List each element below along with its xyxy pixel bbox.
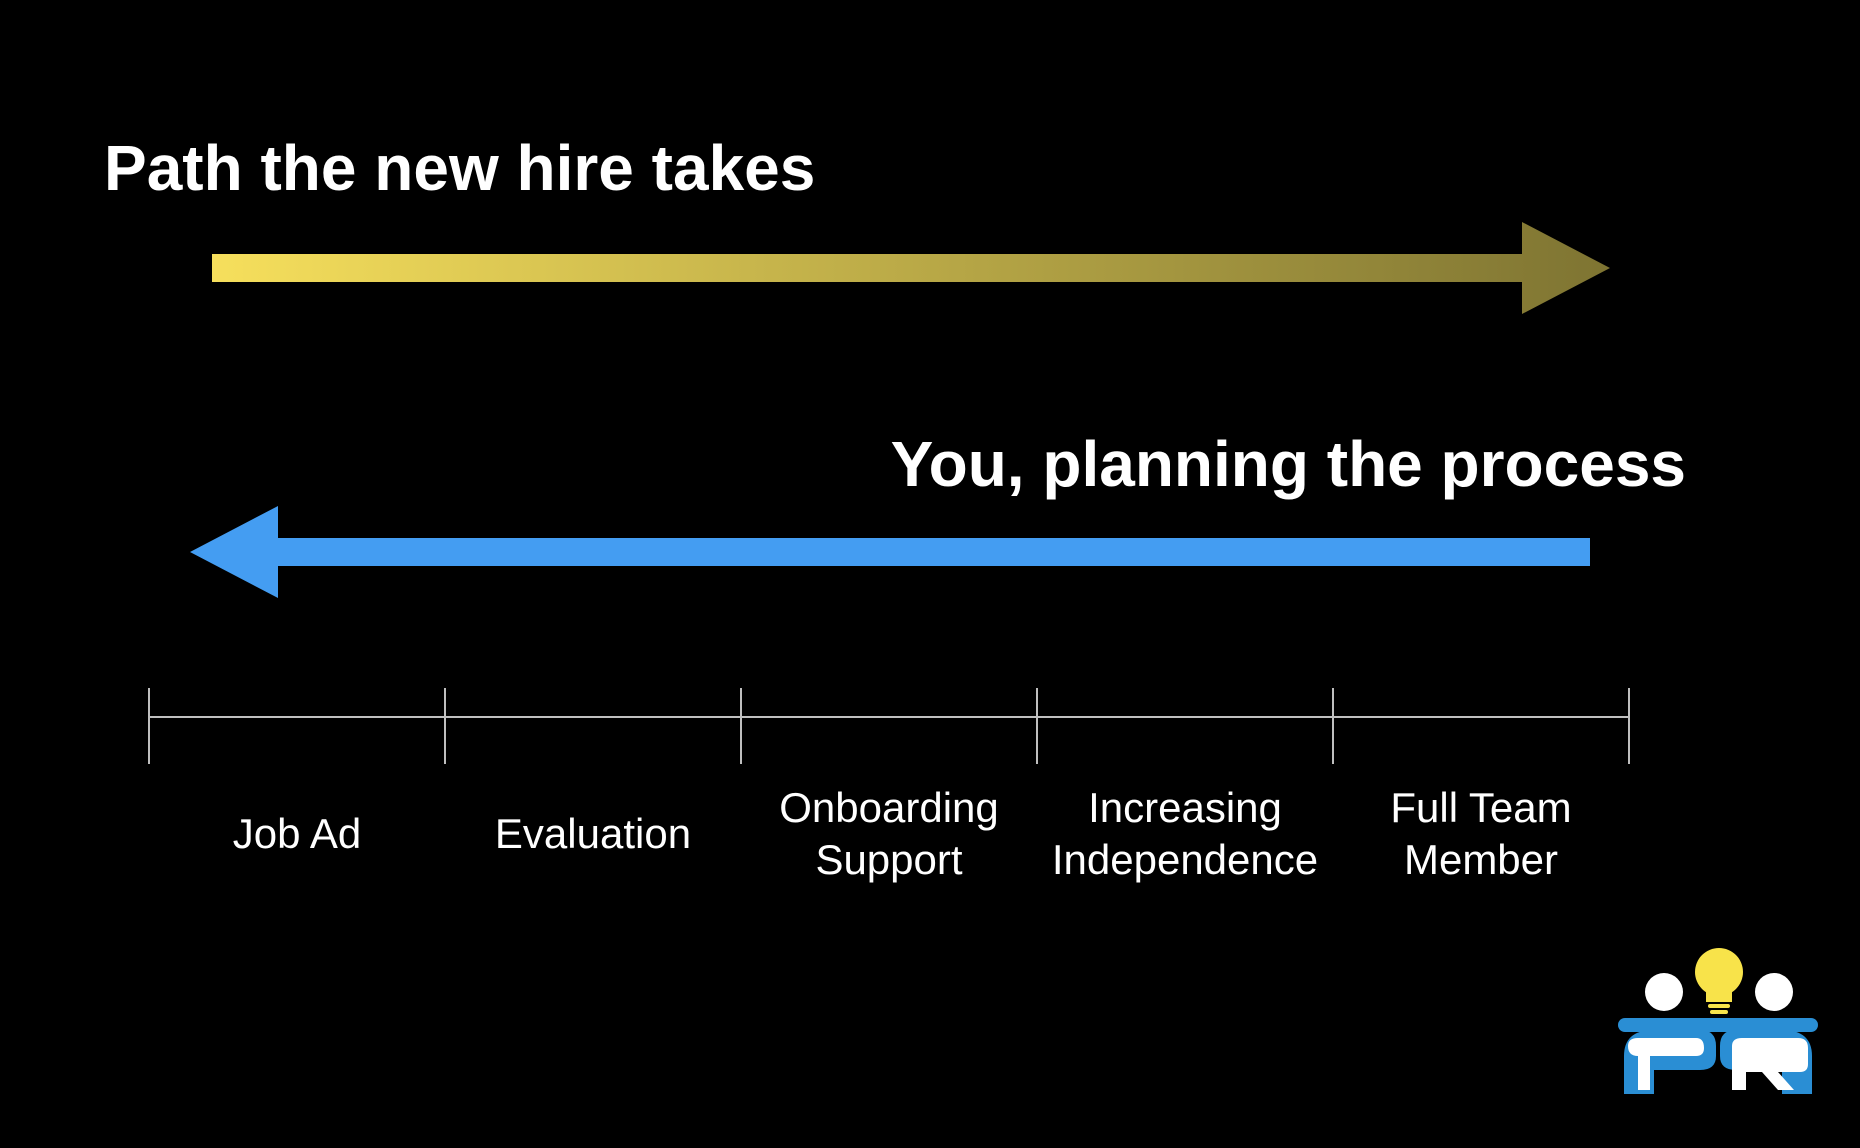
timeline-stage-label: Evaluation: [494, 810, 692, 857]
timeline-scale: [148, 688, 1630, 764]
heading-planning-process: You, planning the process: [890, 428, 1686, 500]
heading-new-hire-path: Path the new hire takes: [104, 132, 816, 204]
backward-arrow: [190, 506, 1590, 598]
forward-arrow: [212, 222, 1610, 314]
timeline-stage-label: Onboarding Support: [779, 784, 999, 883]
timeline-stage-label: Full Team Member: [1390, 784, 1572, 883]
timeline-stage-label: Increasing Independence: [1051, 784, 1319, 883]
timeline-stage-label: Job Ad: [232, 810, 362, 857]
team-lightbulb-logo-icon: [1618, 948, 1818, 1094]
